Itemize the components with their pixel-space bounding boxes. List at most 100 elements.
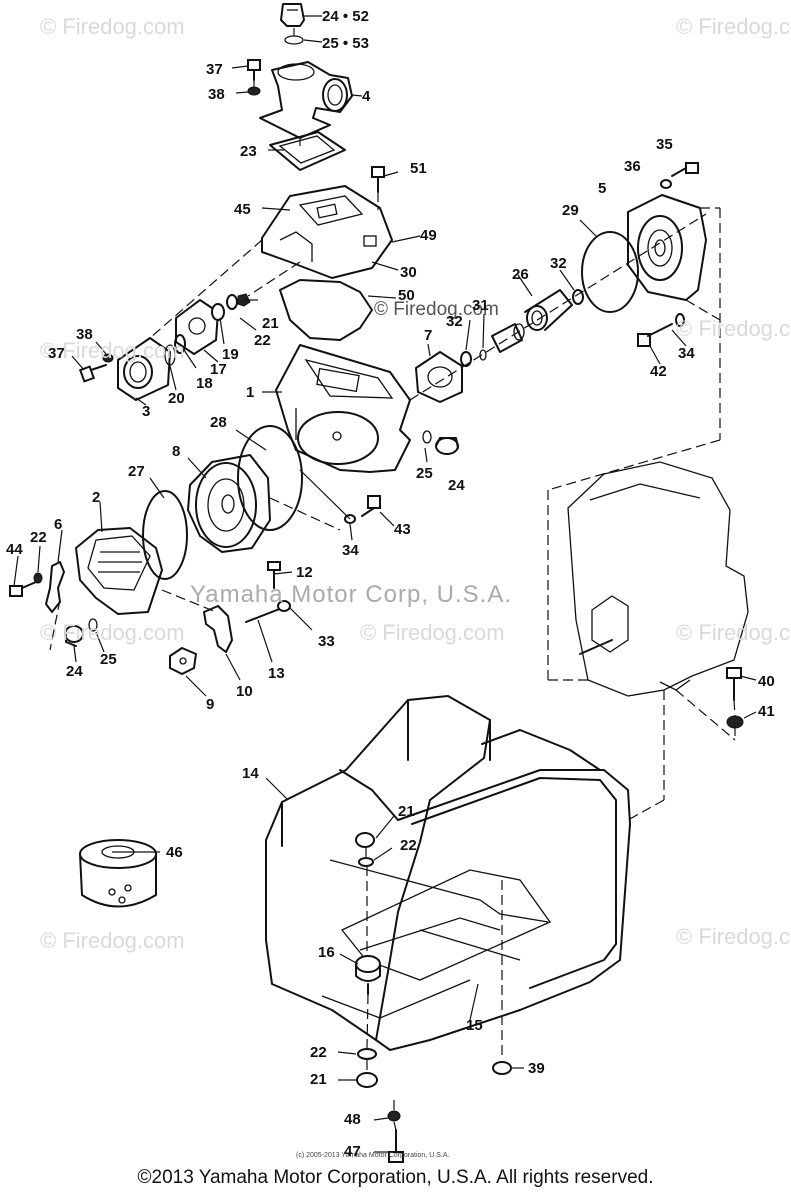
callout-36: 36 <box>624 158 641 175</box>
callout-40: 40 <box>758 673 775 690</box>
bolt-part <box>9 581 37 597</box>
watermark-center: © Firedog.com <box>374 299 499 320</box>
engine-adapter-part <box>627 194 707 301</box>
stud-part <box>245 600 291 623</box>
callout-21: 21 <box>398 803 415 820</box>
callout-25: 25 <box>416 465 433 482</box>
callout-47: 47 <box>344 1143 361 1160</box>
callout-13: 13 <box>268 665 285 682</box>
callout-44: 44 <box>6 541 23 558</box>
washer-part <box>660 179 672 189</box>
callout-15: 15 <box>466 1017 483 1034</box>
callout-50: 50 <box>398 287 415 304</box>
clamp-lever-part <box>45 561 65 613</box>
washer-part <box>211 303 225 321</box>
nut-part <box>356 1072 378 1088</box>
rubber-mount-part <box>355 955 381 995</box>
tiny-copyright: (c) 2005-2013 Yamaha Motor Corporation, … <box>296 1152 450 1159</box>
engine-part <box>567 461 749 697</box>
drain-plug-part <box>435 437 459 455</box>
washer-part <box>33 572 43 584</box>
washer-part <box>226 294 238 310</box>
washer-part <box>247 86 261 96</box>
leader-lines <box>13 15 757 1153</box>
callout-38: 38 <box>208 86 225 103</box>
callout-22: 22 <box>310 1044 327 1061</box>
o-ring-part <box>164 344 176 366</box>
bolt-part <box>78 364 107 383</box>
brand-watermark: Yamaha Motor Corp, U.S.A. <box>190 581 512 608</box>
o-ring-part <box>422 430 432 444</box>
washer-part <box>357 1048 377 1060</box>
watermark: © Firedog.com <box>676 316 791 341</box>
callout-24-52: 24 • 52 <box>322 8 369 25</box>
watermark: © Firedog.com <box>676 620 791 645</box>
frame-part <box>265 695 631 1051</box>
bolt-part <box>671 162 699 177</box>
bolt-part <box>361 495 381 517</box>
knob-part <box>169 647 197 675</box>
callout-28: 28 <box>210 414 227 431</box>
front-cover-part <box>75 527 163 615</box>
watermark: © Firedog.com <box>40 620 185 645</box>
callout-18: 18 <box>196 375 213 392</box>
callout-48: 48 <box>344 1111 361 1128</box>
seal-spring-part <box>524 289 573 331</box>
mechanical-seal-part <box>415 351 463 403</box>
callout-37: 37 <box>48 345 65 362</box>
nut-part <box>355 832 375 848</box>
callout-49: 49 <box>420 227 437 244</box>
callout-33: 33 <box>318 633 335 650</box>
inlet-elbow-part <box>259 61 353 139</box>
nut-part <box>492 1061 512 1075</box>
discharge-flange-part <box>117 337 171 401</box>
copyright-footer: ©2013 Yamaha Motor Corporation, U.S.A. A… <box>137 1167 654 1188</box>
bolt-part <box>371 166 385 193</box>
damper-part <box>79 839 157 908</box>
valve-plate-part <box>175 299 219 355</box>
callout-25-53: 25 • 53 <box>322 35 369 52</box>
callout-32: 32 <box>550 255 567 272</box>
watermark: © Firedog.com <box>40 14 185 39</box>
o-ring-part <box>479 349 487 361</box>
o-ring-part <box>284 35 304 45</box>
callout-7: 7 <box>424 327 433 344</box>
bolt-part <box>637 323 673 347</box>
bolt-part <box>726 667 742 701</box>
bolt-part <box>388 1129 404 1163</box>
filler-cap-part <box>280 3 305 27</box>
callout-9: 9 <box>206 696 215 713</box>
assembly-lines <box>49 28 736 1131</box>
impeller-part <box>187 454 271 553</box>
callout-42: 42 <box>650 363 667 380</box>
callout-8: 8 <box>172 443 181 460</box>
callout-23: 23 <box>240 143 257 160</box>
bolt-part <box>247 59 261 81</box>
gasket-part <box>269 131 346 171</box>
watermark: © Firedog.com <box>360 620 505 645</box>
callout-21: 21 <box>262 315 279 332</box>
callout-25: 25 <box>100 651 117 668</box>
callout-51: 51 <box>410 160 427 177</box>
callout-16: 16 <box>318 944 335 961</box>
pump-cover-part <box>261 185 393 279</box>
drain-plug-part <box>64 625 84 647</box>
callout-20: 20 <box>168 390 185 407</box>
clamp-arm-part <box>203 605 233 653</box>
callout-43: 43 <box>394 521 411 538</box>
callout-6: 6 <box>54 516 63 533</box>
washer-part <box>102 353 114 363</box>
callout-22: 22 <box>400 837 417 854</box>
callout-4: 4 <box>362 88 371 105</box>
callout-32: 32 <box>446 313 463 330</box>
callout-12: 12 <box>296 564 313 581</box>
callout-26: 26 <box>512 266 529 283</box>
callout-27: 27 <box>128 463 145 480</box>
watermark: © Firedog.com <box>40 928 185 953</box>
callout-31: 31 <box>472 297 489 314</box>
watermark: © Firedog.com <box>676 924 791 949</box>
callout-41: 41 <box>758 703 775 720</box>
callout-39: 39 <box>528 1060 545 1077</box>
washer-part <box>387 1110 401 1122</box>
callout-1: 1 <box>246 384 255 401</box>
